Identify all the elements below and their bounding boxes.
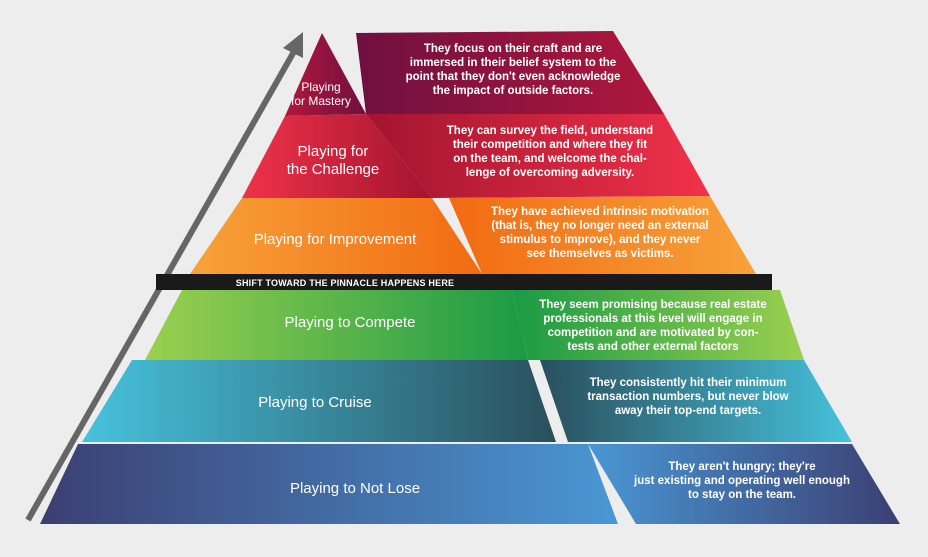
level-label-5: Playing to Cruise [258, 394, 372, 411]
level-band-5 [82, 360, 556, 442]
shift-label: SHIFT TOWARD THE PINNACLE HAPPENS HERE [235, 278, 455, 288]
level-band-3 [190, 198, 482, 274]
level-label-1: Playing for Mastery [290, 79, 351, 108]
level-description-4: They seem promising because real estate … [539, 299, 767, 353]
shift-bar [156, 274, 772, 290]
level-band-6 [40, 444, 618, 524]
level-description-3: They have achieved intrinsic motivation … [491, 206, 709, 260]
level-description-band-5 [540, 360, 852, 442]
level-label-2: Playing for the Challenge [286, 143, 380, 178]
level-band-2 [242, 114, 432, 198]
level-label-4: Playing to Compete [284, 314, 416, 331]
level-description-band-4 [512, 290, 804, 360]
level-description-band-2 [366, 114, 710, 198]
level-description-5: They consistently hit their minimum tran… [587, 377, 789, 417]
level-description-6: They aren't hungry; they're just existin… [634, 461, 850, 501]
level-band-1 [285, 33, 366, 116]
level-description-band-6 [588, 444, 900, 524]
level-description-band-3 [449, 196, 756, 274]
level-description-1: They focus on their craft and are immers… [405, 43, 621, 97]
pyramid-bands [40, 31, 900, 524]
progress-arrow-head [283, 32, 303, 58]
level-band-4 [145, 290, 528, 360]
level-description-band-1 [356, 31, 664, 114]
level-label-6: Playing to Not Lose [289, 480, 421, 497]
level-description-2: They can survey the field, understand th… [446, 125, 654, 179]
level-label-3: Playing for Improvement [253, 231, 417, 248]
